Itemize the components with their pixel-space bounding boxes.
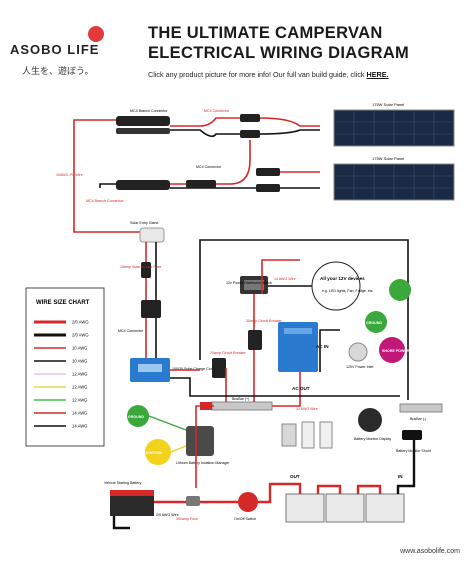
ac-in-label: AC IN [316, 344, 329, 349]
fuse-300-label: 300amp Fuse [176, 517, 198, 521]
awg-14-label: 14 AWG Wire [274, 277, 296, 281]
wire-chart-label: 2/0 AWG [72, 333, 89, 338]
inline-fuse[interactable] [141, 262, 151, 278]
socket-120v[interactable] [319, 421, 333, 449]
in-label: IN [398, 474, 403, 479]
mc4-branch-connector-bottom[interactable] [116, 180, 170, 190]
subtitle: Click any product picture for more info!… [148, 70, 389, 79]
ground-symbol-left [127, 405, 149, 427]
isolation-manager-label: Lithium Battery Isolation Manager [176, 461, 230, 465]
mc4-connector-label: MC4 Connector [204, 109, 230, 113]
vehicle-battery[interactable] [110, 490, 154, 516]
logo-brand: ASOBO LIFE [10, 42, 100, 57]
title-line-1: THE ULTIMATE CAMPERVAN [148, 24, 383, 42]
battery-cables [112, 440, 416, 530]
title-line-2: ELECTRICAL WIRING DIAGRAM [148, 44, 410, 62]
house-battery-3[interactable] [365, 493, 405, 523]
wire-chart-label: 14 AWG [72, 424, 87, 429]
power-inlet-label: 120V Power Inlet [346, 365, 373, 369]
isolation-manager[interactable] [186, 426, 214, 456]
circuit-breaker-30amp[interactable] [248, 330, 262, 350]
ac-breaker-box[interactable] [281, 423, 297, 447]
header: ASOBO LIFE 人生を、遊ぼう。 THE ULTIMATE CAMPERV… [0, 0, 474, 88]
footer-url[interactable]: www.asobolife.com [400, 548, 460, 555]
wire-size-chart: WIRE SIZE CHART 2/0 AWG 2/0 AWG 10 AWG 10 A… [25, 287, 105, 447]
inline-fuse-label: 15amp Solar In-Line Fuse [120, 265, 161, 269]
battery-shunt[interactable] [402, 430, 422, 440]
mc4-connector-pair-1[interactable] [240, 114, 260, 138]
solar-entry-gland-label: Solar Entry Gland [130, 221, 158, 225]
solar-panel-2[interactable] [333, 163, 455, 201]
shore-power-label: SHORE POWER [382, 349, 410, 353]
busbar-negative[interactable] [399, 403, 443, 413]
power-inlet[interactable] [348, 342, 368, 362]
ground-label-mid: GROUND [366, 321, 382, 325]
wire-chart-label: 14 AWG [72, 411, 87, 416]
subtitle-text: Click any product picture for more info!… [148, 70, 365, 79]
ground-label-left: GROUND [128, 415, 144, 419]
solar-panel-1-label: 175W Solar Panel [372, 102, 404, 107]
ignition-label: IGNITION [146, 451, 162, 455]
mc4-connector-lower-label: MC4 Connector [118, 329, 144, 333]
distribution-block[interactable] [240, 276, 268, 294]
main-wires [170, 239, 409, 488]
mc4-branch-connector-top[interactable] [116, 116, 170, 134]
wire-chart-title: WIRE SIZE CHART [36, 300, 90, 306]
devices-list-label: e.g. LED lights, Fan, Fridge, etc. [322, 289, 374, 293]
ground-symbol-right [389, 279, 411, 301]
on-off-switch-label: On/Off Switch [234, 517, 256, 521]
solar-panel-1[interactable] [333, 109, 455, 147]
wire-chart-label: 2/0 AWG [72, 320, 89, 325]
mc4-branch-connector-label-2: MC4 Branch Connector [86, 199, 124, 203]
solar-entry-gland[interactable] [139, 227, 165, 243]
mc4-branch-connector-label: MC4 Branch Connector [130, 109, 168, 113]
ground-wire [148, 415, 187, 431]
house-battery-1[interactable] [285, 493, 325, 523]
house-battery-2[interactable] [325, 493, 365, 523]
solar-panel-2-label: 175W Solar Panel [372, 156, 404, 161]
ground-symbol-mid [365, 311, 387, 333]
wire-2-0-label: 2/0 AWG Wire [156, 513, 179, 517]
van-build-guide-link[interactable]: HERE. [366, 70, 389, 79]
sun-icon [88, 26, 104, 42]
logo-tagline: 人生を、遊ぼう。 [22, 67, 94, 77]
inverter-charger[interactable] [278, 322, 318, 372]
mc4-connector-lower[interactable] [141, 300, 161, 318]
mc4-connector-label-2: MC4 Connector [196, 165, 222, 169]
on-off-switch[interactable] [238, 492, 258, 512]
pv-wire-label: 10AWG PV Wire [56, 173, 83, 177]
ignition-wire [170, 445, 187, 453]
battery-monitor-label: Battery Monitor Display [354, 437, 391, 441]
fuse-300amp[interactable] [186, 496, 200, 506]
busbar-pos-label: BusBar (+) [232, 397, 249, 401]
wire-chart-label: 10 AWG [72, 359, 87, 364]
breaker-30-label: 30amp Circuit Breaker [246, 319, 283, 323]
charge-controller-label: 100/30 Solar Charge Controller [172, 367, 223, 371]
all-12v-label: All your 12V devices [320, 276, 365, 281]
gfci-outlet[interactable] [301, 421, 315, 449]
breaker-20-label: 20amp Circuit Breaker [210, 351, 247, 355]
wire-chart-label: 12 AWG [72, 372, 87, 377]
solar-wires [73, 117, 320, 233]
wire-chart-label: 10 AWG [72, 346, 87, 351]
wire-chart-label: 12 AWG [72, 398, 87, 403]
busbar-neg-label: BusBar (-) [410, 417, 426, 421]
out-label: OUT [290, 474, 300, 479]
mc4-connector-pair-2[interactable] [186, 168, 280, 192]
distribution-block-label: 12v Power Distribution Block [226, 281, 272, 285]
ignition-symbol [145, 439, 171, 465]
wire-chart-label: 12 AWG [72, 385, 87, 390]
devices-bubble [311, 261, 361, 311]
battery-monitor-display[interactable] [358, 408, 382, 432]
circuit-breaker-20amp[interactable] [212, 358, 226, 378]
awg-12-label: 12 AWG Wire [296, 407, 318, 411]
solar-charge-controller[interactable] [130, 358, 170, 382]
ac-out-label: AC OUT [292, 386, 310, 391]
vehicle-battery-label: Vehicle Starting Battery [104, 481, 142, 485]
asobo-life-logo[interactable]: ASOBO LIFE 人生を、遊ぼう。 [10, 20, 120, 80]
shore-power-symbol [379, 337, 405, 363]
